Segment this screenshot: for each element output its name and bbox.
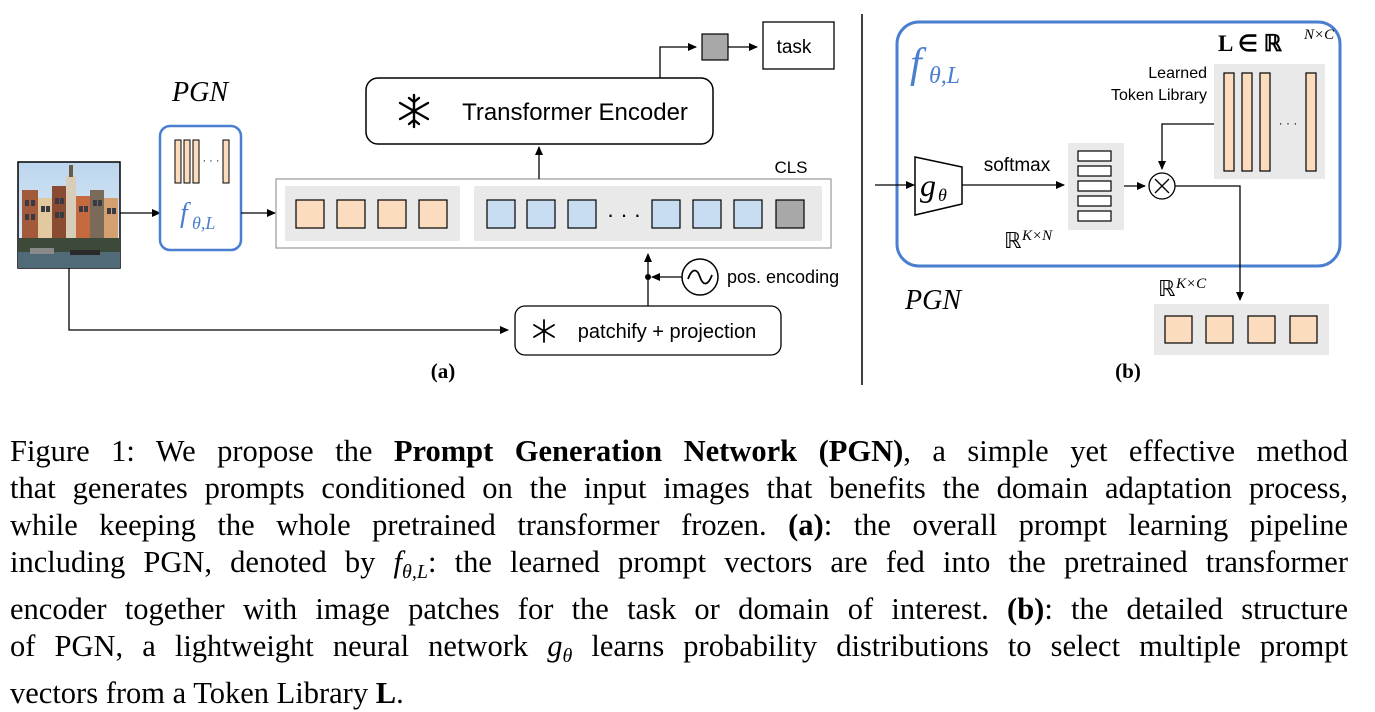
junction-dot (645, 274, 651, 280)
rkc-label: ℝ (1158, 276, 1176, 301)
sine-wave-icon (681, 258, 719, 296)
token-library-label: Token Library (1111, 87, 1207, 104)
arrow-library-to-multiply (1158, 123, 1214, 170)
library-formula: L ∈ ℝ (1218, 31, 1283, 56)
prompt-token (418, 199, 448, 229)
pos-encoding-label: pos. encoding (727, 267, 839, 287)
patch-token (692, 199, 722, 229)
caption-text: encoder together with image patches for … (10, 592, 1008, 626)
caption-text: , a simple yet effective method (903, 434, 1348, 468)
g-symbol: g (920, 167, 936, 203)
patch-token (526, 199, 556, 229)
panel-b-label: (b) (1115, 359, 1141, 383)
caption-text: learns probability distributions to sele… (572, 629, 1348, 663)
caption-f-symbol: f (393, 545, 403, 579)
pgn-label-a: PGN (171, 77, 229, 108)
caption-text: including PGN, denoted by (10, 545, 394, 579)
library-dots-a: · · · (202, 155, 219, 167)
caption-bold-b: (b) (1007, 592, 1045, 626)
f-subscript-b: θ,L (929, 63, 960, 89)
caption-text: : the detailed structure (1044, 592, 1348, 626)
token-library: · · · (1214, 64, 1325, 179)
arrow-image-to-patchify (68, 268, 509, 334)
prompt-token (377, 199, 407, 229)
prompt-token (336, 199, 366, 229)
snowflake-icon (398, 93, 430, 129)
task-box (762, 21, 835, 70)
caption-line: of PGN, a lightweight neural network gθ … (10, 628, 1348, 675)
token-sequence: · · · (275, 178, 832, 249)
softmax-label: softmax (984, 155, 1051, 176)
caption-line: Figure 1: We propose the Prompt Generati… (10, 433, 1348, 470)
caption-line: that generates prompts conditioned on th… (10, 470, 1348, 507)
cls-label: CLS (774, 158, 807, 177)
caption-g-symbol: g (547, 629, 563, 663)
pgn-label-b: PGN (904, 285, 962, 316)
f-subscript-a: θ,L (192, 213, 215, 233)
patchify-label: patchify + projection (578, 321, 756, 343)
caption-bold-a: (a) (788, 508, 824, 542)
transformer-encoder: Transformer Encoder (365, 77, 714, 145)
caption-text: . (396, 676, 404, 710)
caption-line: vectors from a Token Library L. (10, 675, 1348, 712)
caption-text: : the overall prompt learning pipeline (823, 508, 1348, 542)
patch-token (651, 199, 681, 229)
cls-token (775, 199, 805, 229)
caption-g-subscript: θ (562, 645, 573, 667)
caption-text: while keeping the whole pretrained trans… (10, 508, 789, 542)
caption-text: that generates prompts conditioned on th… (10, 471, 1348, 505)
patch-token (486, 199, 516, 229)
caption-bold-l: L (375, 676, 397, 710)
caption-line: including PGN, denoted by fθ,L: the lear… (10, 544, 1348, 591)
rkn-exponent: K×N (1021, 228, 1053, 244)
f-symbol-a: f (180, 198, 191, 229)
figure-caption: Figure 1: We propose the Prompt Generati… (10, 433, 1348, 712)
output-token (701, 33, 729, 61)
rkc-exponent: K×C (1175, 276, 1207, 292)
panel-a-label: (a) (431, 359, 456, 383)
patch-token (733, 199, 763, 229)
output-prompts (1154, 304, 1329, 355)
transformer-label: Transformer Encoder (462, 99, 688, 126)
caption-text: : the learned prompt vectors are fed int… (427, 545, 1349, 579)
input-image (17, 161, 121, 269)
patchify-projection-box: patchify + projection (514, 305, 782, 356)
g-theta-network: g θ (914, 156, 963, 216)
task-label: task (777, 37, 812, 58)
snowflake-icon (533, 319, 555, 343)
arrow-encoder-to-output (659, 43, 697, 78)
caption-text: Figure 1: We propose the (10, 434, 394, 468)
caption-bold-pgn: Prompt Generation Network (PGN) (393, 434, 904, 468)
caption-line: encoder together with image patches for … (10, 591, 1348, 628)
caption-text: of PGN, a lightweight neural network (10, 629, 548, 663)
rkn-label: ℝ (1004, 228, 1022, 253)
figure-diagram: PGN · · · f θ,L · · · CLS (17, 14, 1342, 385)
learned-label: Learned (1148, 65, 1207, 82)
multiply-icon (1148, 172, 1176, 200)
probability-matrix (1068, 143, 1124, 230)
g-subscript: θ (938, 185, 947, 205)
pgn-box-a: · · · f θ,L (158, 124, 243, 252)
token-dots: · · · (607, 202, 641, 227)
caption-text: vectors from a Token Library (10, 676, 376, 710)
library-formula-exponent: N×C (1303, 27, 1335, 43)
caption-line: while keeping the whole pretrained trans… (10, 507, 1348, 544)
library-dots-b: · · · (1279, 116, 1298, 130)
prompt-token (295, 199, 325, 229)
caption-f-subscript: θ,L (402, 561, 428, 583)
arrow-multiply-to-output (1175, 185, 1244, 301)
patch-token (567, 199, 597, 229)
